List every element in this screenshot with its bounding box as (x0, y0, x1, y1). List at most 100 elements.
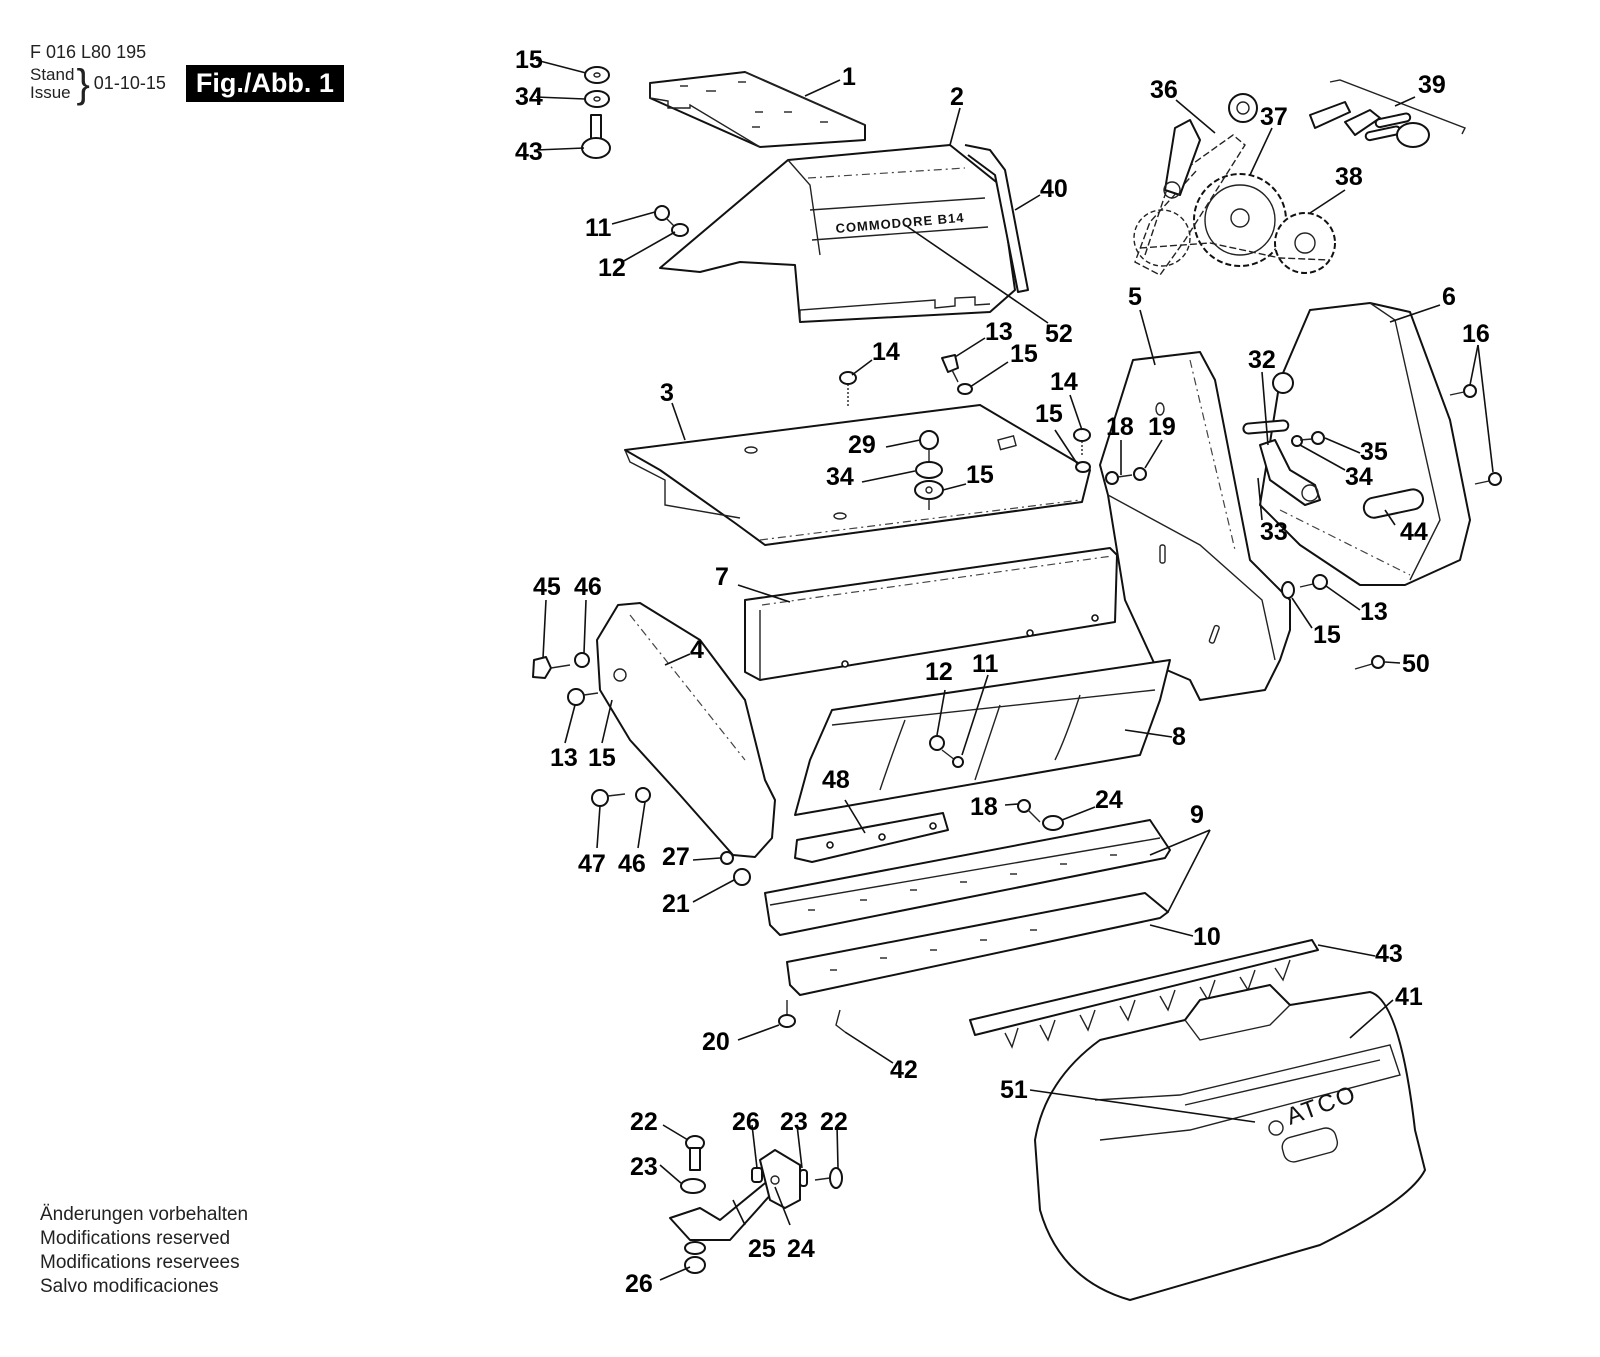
washer-26-a (751, 1167, 763, 1183)
bolt-35 (1299, 431, 1325, 445)
nut-19 (1133, 467, 1147, 481)
washer-15-b (1075, 461, 1091, 473)
part-4-side-plate (596, 602, 776, 858)
bolt-22-b (814, 1167, 843, 1189)
washer-34-mid (915, 461, 943, 479)
callout-15: 15 (1313, 621, 1341, 649)
washer-46-b (635, 787, 651, 803)
stand-label: Stand (30, 64, 75, 84)
bolt-47 (591, 789, 626, 807)
callout-23: 23 (780, 1108, 808, 1136)
callout-23: 23 (630, 1153, 658, 1181)
callout-22: 22 (820, 1108, 848, 1136)
callout-44: 44 (1400, 518, 1428, 546)
callout-47: 47 (578, 850, 606, 878)
callout-48: 48 (822, 766, 850, 794)
part-33-lever (1259, 439, 1321, 506)
bolt-18-a (1105, 471, 1133, 485)
part-38-sprocket-small (1274, 212, 1336, 274)
callout-32: 32 (1248, 346, 1276, 374)
callout-33: 33 (1260, 518, 1288, 546)
part-40-strip (964, 144, 1029, 293)
part-8-bar (794, 659, 1171, 816)
callout-8: 8 (1172, 723, 1186, 751)
bolt-22-a (685, 1135, 705, 1171)
bolt-18-b (1017, 799, 1041, 823)
part-9-blade-bar (764, 819, 1171, 936)
callout-26: 26 (625, 1270, 653, 1298)
screw-16-a (1449, 384, 1477, 398)
callout-25: 25 (748, 1235, 776, 1263)
washer-24-a (1042, 815, 1064, 831)
callout-36: 36 (1150, 76, 1178, 104)
issue-label: Issue (30, 82, 71, 102)
part-39-chain-link (1309, 79, 1466, 148)
callout-20: 20 (702, 1028, 730, 1056)
screw-14-a (839, 371, 857, 407)
callout-16: 16 (1462, 320, 1490, 348)
callout-7: 7 (715, 563, 729, 591)
callout-43: 43 (1375, 940, 1403, 968)
callout-18: 18 (970, 793, 998, 821)
callout-40: 40 (1040, 175, 1068, 203)
part-37-sprocket-large (1193, 173, 1287, 267)
callout-14: 14 (1050, 368, 1078, 396)
part-2-hood: COMMODORE B14 (659, 144, 1016, 323)
callout-34: 34 (1345, 463, 1373, 491)
callout-3: 3 (660, 379, 674, 407)
callout-24: 24 (787, 1235, 815, 1263)
callout-34: 34 (515, 83, 543, 111)
bolt-13-left (567, 688, 599, 706)
callout-45: 45 (533, 573, 561, 601)
washer-24-b (770, 1175, 780, 1185)
note-line-de: Änderungen vorbehalten (40, 1204, 249, 1225)
callout-46: 46 (618, 850, 646, 878)
callout-10: 10 (1193, 923, 1221, 951)
note-line-fr: Modifications reservees (40, 1252, 240, 1273)
leader-lines (535, 59, 1494, 1281)
callout-37: 37 (1260, 103, 1288, 131)
note-line-es: Salvo modificaciones (40, 1276, 219, 1297)
screw-16-b (1474, 472, 1502, 486)
callout-22: 22 (630, 1108, 658, 1136)
part-10-blade-plate (786, 892, 1169, 996)
document-number: F 016 L80 195 (30, 42, 147, 62)
callout-43: 43 (515, 138, 543, 166)
part-44-roller (1362, 488, 1424, 519)
callout-42: 42 (890, 1056, 918, 1084)
callout-12: 12 (598, 254, 626, 282)
brace-glyph: } (76, 61, 90, 106)
callout-21: 21 (662, 890, 690, 918)
callout-46: 46 (574, 573, 602, 601)
part-25-bracket (669, 1149, 801, 1241)
screw-20 (778, 1000, 796, 1028)
callout-13: 13 (1360, 598, 1388, 626)
bolt-13-right (1299, 574, 1328, 590)
callout-12: 12 (925, 658, 953, 686)
washer-15-a (957, 383, 973, 395)
part-3-deck-plate (624, 404, 1091, 546)
screw-14-b (1073, 428, 1091, 455)
washer-23-b (799, 1169, 808, 1187)
callout-15: 15 (1010, 340, 1038, 368)
figure-label: Fig./Abb. 1 (185, 65, 344, 102)
part-43-comb (969, 939, 1319, 1049)
bolt-45 (532, 656, 571, 679)
callout-9: 9 (1190, 801, 1204, 829)
callout-34: 34 (826, 463, 854, 491)
callout-2: 2 (950, 83, 964, 111)
callout-41: 41 (1395, 983, 1423, 1011)
bolt-43-top (581, 114, 611, 159)
part-1-top-plate (649, 71, 866, 148)
callout-15: 15 (966, 461, 994, 489)
callout-26: 26 (732, 1108, 760, 1136)
washer-26-b (684, 1241, 706, 1274)
document-header: F 016 L80 195 Stand Issue } 01-10-15 Fig… (30, 42, 344, 106)
part-41-grassbox: ATCO (1034, 984, 1426, 1301)
callout-15: 15 (515, 46, 543, 74)
callout-19: 19 (1148, 413, 1176, 441)
washer-12-mid (929, 735, 945, 751)
callout-13: 13 (550, 744, 578, 772)
callout-6: 6 (1442, 283, 1456, 311)
bolt-11-mid (941, 749, 964, 768)
